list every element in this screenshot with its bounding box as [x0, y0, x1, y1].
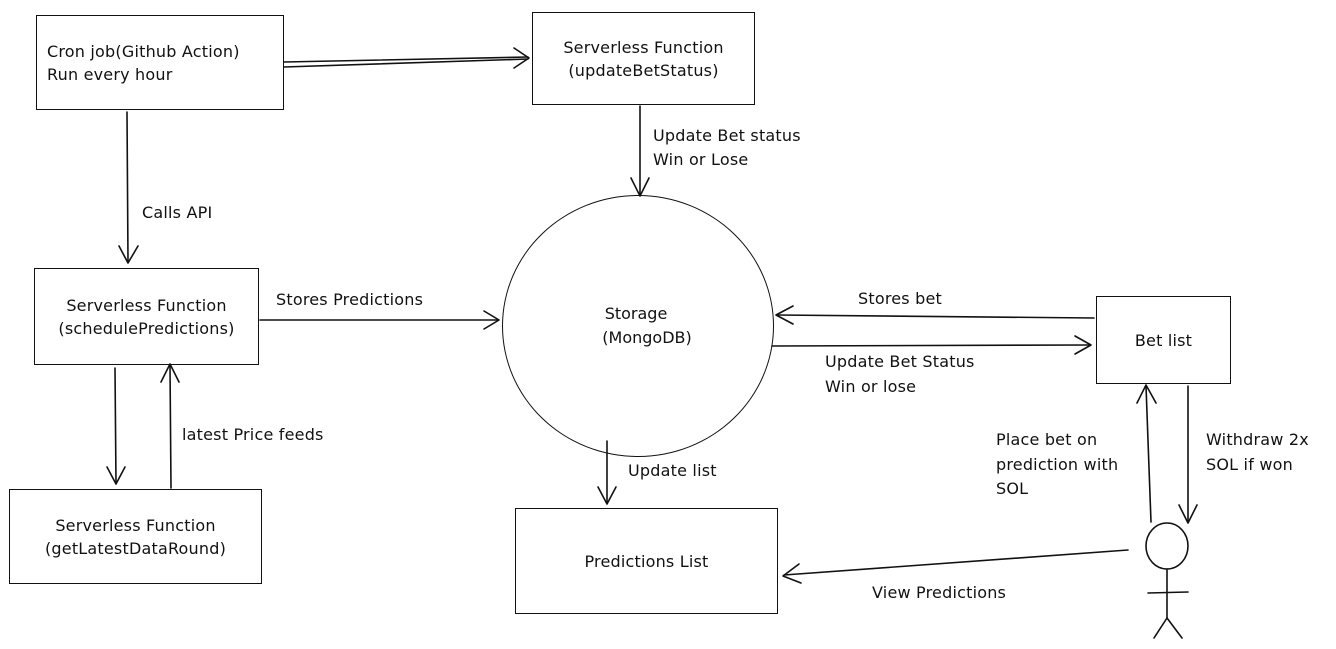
edge-label-update-list: Update list	[628, 461, 717, 480]
edge-label-win-or-lose-list: Win or lose	[825, 377, 917, 396]
latest-data-round-function-node: Serverless Function (getLatestDataRound)	[9, 489, 262, 584]
bet-list-node: Bet list	[1096, 296, 1231, 384]
edge-label-stores-predictions: Stores Predictions	[276, 290, 424, 309]
storage-title: Storage	[604, 304, 668, 323]
edge-label-latest-price-feeds: latest Price feeds	[182, 425, 324, 444]
edge-label-place-bet-line2: prediction with	[996, 455, 1119, 474]
latest-data-round-function-title: Serverless Function	[55, 515, 216, 535]
cron-job-node: Cron job(Github Action) Run every hour	[36, 15, 284, 110]
arrow-update-bet-status-to-storage	[630, 105, 650, 197]
predictions-list-node: Predictions List	[515, 508, 778, 614]
bet-list-label: Bet list	[1134, 330, 1193, 350]
predictions-list-label: Predictions List	[584, 551, 709, 571]
edge-label-place-bet-line1: Place bet on	[996, 430, 1098, 449]
storage-node: Storage (MongoDB)	[502, 195, 774, 457]
edge-label-withdraw-line2: SOL if won	[1206, 455, 1293, 474]
latest-data-round-function-name: (getLatestDataRound)	[44, 538, 227, 558]
edge-label-win-or-lose: Win or Lose	[653, 150, 749, 169]
schedule-predictions-function-node: Serverless Function (schedulePredictions…	[34, 268, 259, 365]
edge-label-update-bet-status-list: Update Bet Status	[825, 352, 975, 371]
schedule-predictions-function-name: (schedulePredictions)	[58, 318, 235, 338]
edge-label-view-predictions: View Predictions	[872, 583, 1007, 602]
arrow-bet-list-to-storage	[775, 305, 1095, 325]
schedule-predictions-function-title: Serverless Function	[66, 295, 227, 315]
edge-label-update-bet-status: Update Bet status	[653, 126, 801, 145]
arrow-bet-list-to-user	[1178, 385, 1198, 524]
cron-job-schedule: Run every hour	[47, 64, 173, 84]
update-bet-status-function-title: Serverless Function	[563, 37, 724, 57]
arrow-cron-to-update-bet-status	[283, 47, 530, 69]
cron-job-title: Cron job(Github Action)	[47, 41, 240, 61]
arrow-latest-data-round-to-schedule	[160, 363, 180, 489]
update-bet-status-function-name: (updateBetStatus)	[568, 60, 719, 80]
edge-label-withdraw-line1: Withdraw 2x	[1206, 430, 1309, 449]
arrow-cron-to-schedule-predictions	[118, 111, 139, 264]
arrow-user-to-predictions-list	[782, 549, 1129, 584]
arrow-schedule-to-latest-data-round	[106, 367, 126, 485]
update-bet-status-function-node: Serverless Function (updateBetStatus)	[532, 12, 755, 105]
edge-label-calls-api: Calls API	[142, 203, 213, 222]
storage-engine: (MongoDB)	[602, 328, 692, 347]
arrow-storage-to-bet-list	[771, 335, 1092, 355]
arrow-schedule-predictions-to-storage	[259, 310, 500, 330]
edge-label-place-bet-line3: SOL	[996, 479, 1029, 498]
edge-label-stores-bet: Stores bet	[858, 289, 942, 308]
user-actor-icon	[1145, 522, 1189, 639]
arrow-user-to-bet-list	[1136, 384, 1157, 523]
